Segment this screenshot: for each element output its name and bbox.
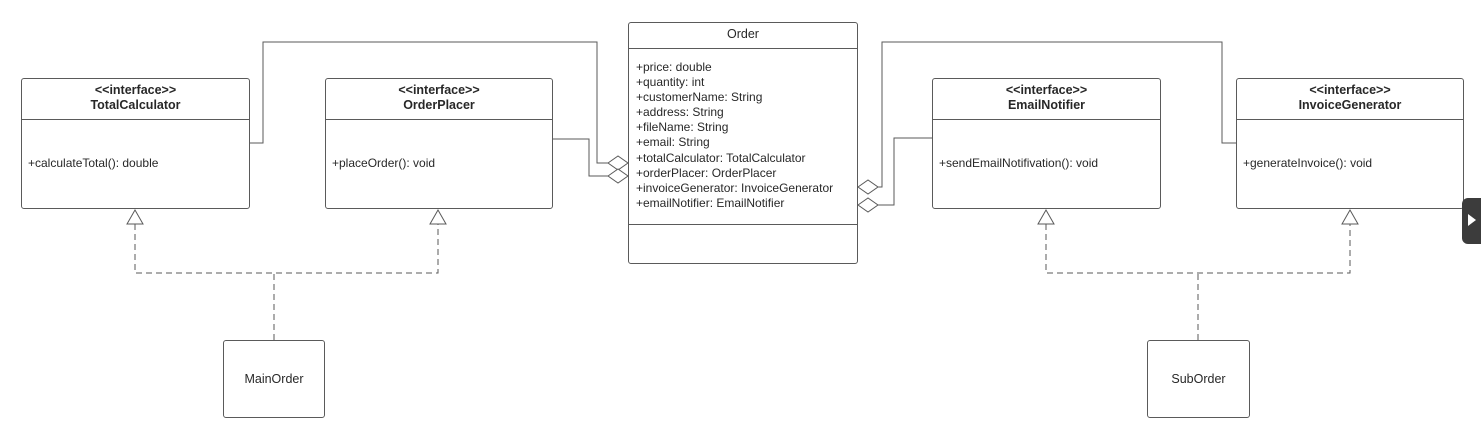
aggregation-diamond-invoicegenerator: [857, 179, 879, 195]
divider: [326, 119, 552, 120]
realization-arrow-orderplacer: [429, 208, 447, 225]
play-arrow-icon: [1468, 214, 1476, 226]
operation: +calculateTotal(): double: [28, 156, 159, 170]
class-mainorder[interactable]: MainOrder: [223, 340, 325, 418]
operation: +generateInvoice(): void: [1243, 156, 1373, 170]
operation: +sendEmailNotifivation(): void: [939, 156, 1099, 170]
class-name: Order: [727, 27, 759, 41]
association-line-emailnotifier: [878, 137, 932, 206]
class-name: MainOrder: [244, 372, 304, 386]
class-invoicegenerator[interactable]: <<interface>> InvoiceGenerator +generate…: [1236, 78, 1464, 209]
class-name: EmailNotifier: [1007, 98, 1086, 112]
class-name: OrderPlacer: [403, 98, 475, 112]
attribute: +address: String: [636, 105, 724, 120]
attribute: +orderPlacer: OrderPlacer: [636, 165, 777, 180]
operation: +placeOrder(): void: [332, 156, 436, 170]
divider: [629, 48, 857, 49]
class-orderplacer[interactable]: <<interface>> OrderPlacer +placeOrder():…: [325, 78, 553, 209]
realization-arrow-invoicegenerator: [1341, 208, 1359, 225]
realization-arrow-emailnotifier: [1037, 208, 1055, 225]
attribute: +emailNotifier: EmailNotifier: [636, 195, 785, 210]
stereotype-label: <<interface>>: [398, 83, 480, 97]
class-name: InvoiceGenerator: [1298, 98, 1402, 112]
divider: [22, 119, 249, 120]
divider: [629, 224, 857, 225]
attribute-list: +price: double +quantity: int +customerN…: [636, 60, 833, 211]
attribute: +totalCalculator: TotalCalculator: [636, 150, 806, 165]
realization-line-suborder: [1045, 224, 1351, 340]
divider: [933, 119, 1160, 120]
class-emailnotifier[interactable]: <<interface>> EmailNotifier +sendEmailNo…: [932, 78, 1161, 209]
association-line-orderplacer: [553, 138, 608, 177]
class-order[interactable]: Order +price: double +quantity: int +cus…: [628, 22, 858, 264]
stereotype-label: <<interface>>: [1309, 83, 1391, 97]
stereotype-label: <<interface>>: [1005, 83, 1088, 97]
class-suborder[interactable]: SubOrder: [1147, 340, 1250, 418]
class-name: TotalCalculator: [90, 98, 181, 112]
association-line-totalcalculator: [249, 41, 608, 164]
class-name: SubOrder: [1171, 372, 1226, 386]
side-panel-toggle[interactable]: [1462, 198, 1481, 244]
attribute: +price: double: [636, 60, 712, 74]
association-line-invoicegenerator: [878, 41, 1237, 188]
realization-arrow-totalcalculator: [126, 208, 144, 225]
aggregation-diamond-totalcalculator: [607, 155, 629, 171]
attribute: +fileName: String: [636, 120, 729, 135]
divider: [1237, 119, 1463, 120]
realization-line-mainorder: [134, 224, 439, 340]
class-totalcalculator[interactable]: <<interface>> TotalCalculator +calculate…: [21, 78, 250, 209]
stereotype-label: <<interface>>: [94, 83, 177, 97]
aggregation-diamond-orderplacer: [607, 168, 629, 184]
aggregation-diamond-emailnotifier: [857, 197, 879, 213]
attribute: +quantity: int: [636, 75, 705, 90]
attribute: +invoiceGenerator: InvoiceGenerator: [636, 180, 834, 195]
attribute: +email: String: [636, 135, 710, 150]
attribute: +customerName: String: [636, 90, 763, 105]
